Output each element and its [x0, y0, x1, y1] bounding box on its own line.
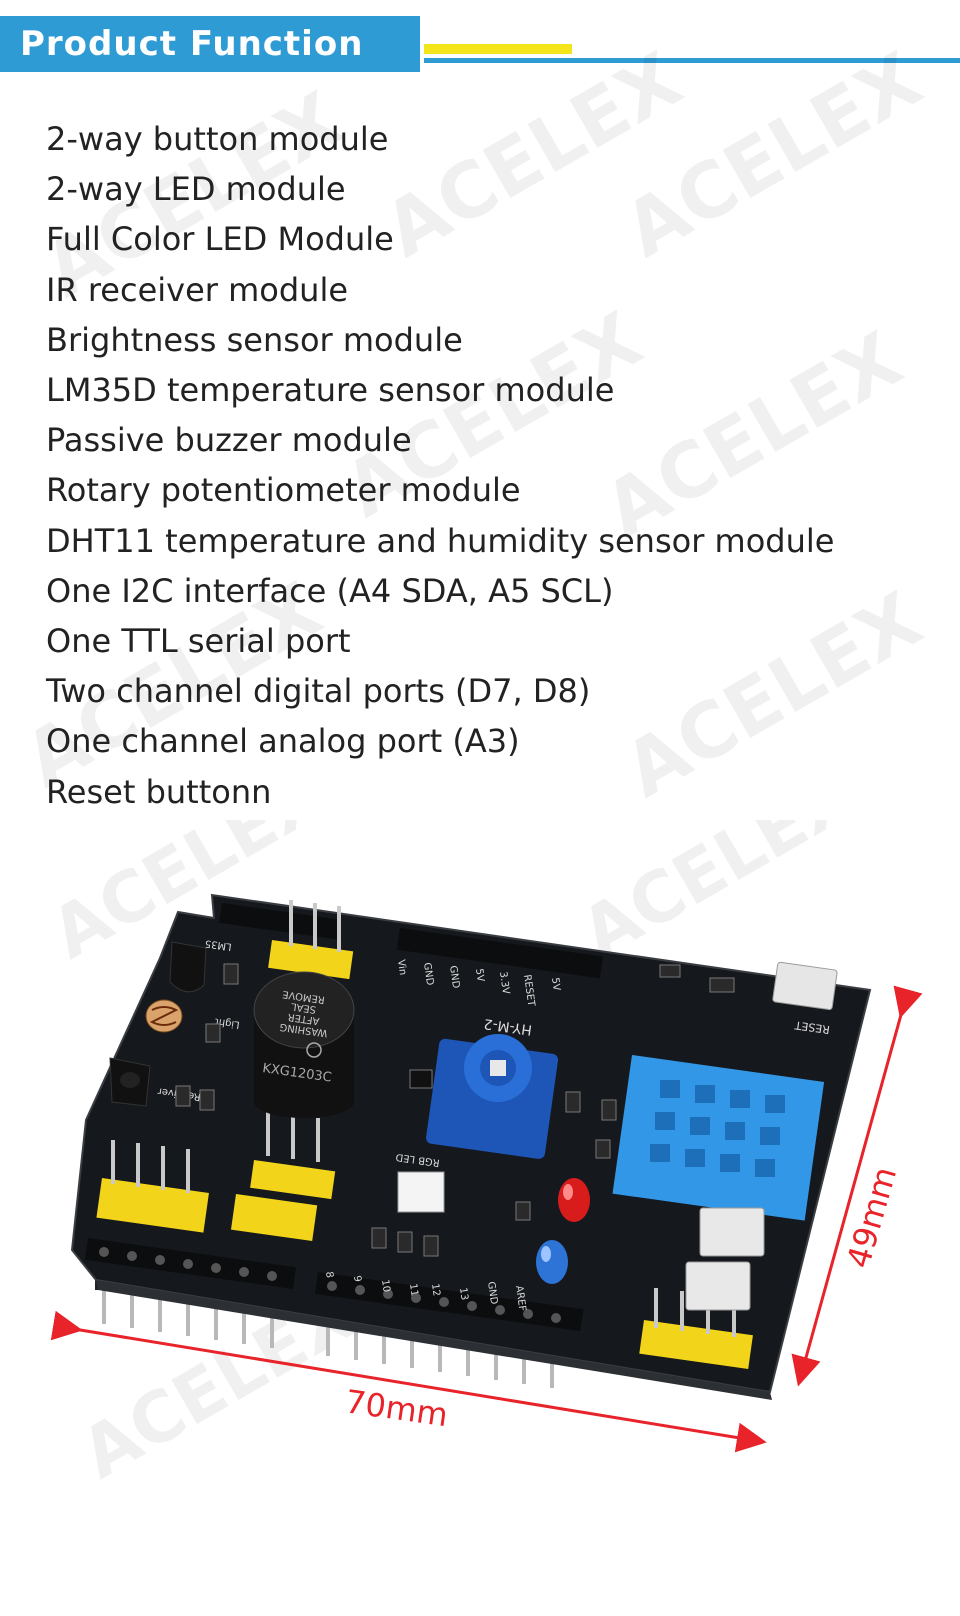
- passive-buzzer: REMOVE SEAL AFTER WASHING KXG1203C: [253, 971, 355, 1118]
- digital-label: AREF: [513, 1285, 528, 1312]
- header-label: 5V: [473, 968, 486, 983]
- digital-label: 10: [379, 1279, 392, 1293]
- dht11-sensor: [612, 1055, 825, 1221]
- digital-label: 13: [457, 1287, 470, 1301]
- lm35-label: LM35: [204, 937, 232, 952]
- rgb-led: RGB LED: [395, 1151, 445, 1213]
- feature-item: LM35D temperature sensor module: [46, 371, 615, 410]
- digital-label: 11: [407, 1283, 420, 1297]
- push-button-2: [685, 1261, 751, 1311]
- feature-list: 2-way button module 2-way LED module Ful…: [46, 114, 834, 817]
- feature-item: Passive buzzer module: [46, 421, 412, 460]
- feature-item: Two channel digital ports (D7, D8): [46, 672, 591, 711]
- digital-label: 12: [429, 1283, 442, 1297]
- header-label: 3.3V: [497, 971, 511, 995]
- header-label: 5V: [549, 977, 562, 992]
- watermark: ACELEX: [568, 820, 869, 975]
- feature-item: One channel analog port (A3): [46, 722, 520, 761]
- header-label: RESET: [521, 974, 536, 1008]
- feature-item: Reset buttonn: [46, 772, 272, 811]
- ir-receiver: [109, 1057, 151, 1107]
- feature-item: Rotary potentiometer module: [46, 471, 521, 510]
- height-label: 49mm: [839, 1163, 904, 1273]
- rotary-potentiometer: [426, 1034, 559, 1159]
- buzzer-label: SEAL: [290, 1000, 317, 1014]
- board-model-label: HY-M-2: [483, 1015, 533, 1038]
- photoresistor: [145, 999, 183, 1033]
- header-underline: [424, 58, 960, 63]
- feature-item: DHT11 temperature and humidity sensor mo…: [46, 521, 835, 560]
- top-header: Vin GND GND 5V 3.3V RESET 5V: [219, 902, 604, 1008]
- digital-label: GND: [485, 1281, 499, 1306]
- red-led: [558, 1178, 590, 1222]
- feature-item: 2-way LED module: [46, 170, 346, 209]
- header-accent-stripe: [424, 44, 572, 54]
- i2c-header: [230, 1112, 336, 1242]
- feature-item: Full Color LED Module: [46, 220, 394, 259]
- header-label: Vin: [395, 959, 408, 976]
- servo-header-top: [268, 900, 354, 980]
- feature-item: Brightness sensor module: [46, 320, 463, 359]
- push-button-1: [699, 1207, 765, 1257]
- sensor-header-left: [96, 1140, 209, 1233]
- header-label: GND: [447, 965, 461, 990]
- buzzer-label: AFTER: [287, 1011, 320, 1026]
- feature-item: 2-way button module: [46, 120, 389, 158]
- section-header-bar: [0, 16, 420, 72]
- light-label: Light: [214, 1016, 240, 1030]
- bottom-header-left: [84, 1238, 296, 1290]
- width-label: 70mm: [343, 1382, 450, 1434]
- blue-led: [536, 1240, 568, 1284]
- feature-item: IR receiver module: [46, 270, 349, 309]
- header-label: GND: [421, 962, 435, 987]
- shield-board-photo: ACELEX ACELEX ACELEX Vin GND GND 5V 3.3V…: [38, 820, 923, 1495]
- digital-label: 8: [323, 1271, 335, 1279]
- lm35-sensor: [169, 941, 207, 993]
- section-title: Product Function: [20, 24, 364, 64]
- feature-item: One I2C interface (A4 SDA, A5 SCL): [46, 571, 614, 610]
- digital-label: 9: [351, 1275, 363, 1283]
- feature-item: One TTL serial port: [46, 622, 351, 661]
